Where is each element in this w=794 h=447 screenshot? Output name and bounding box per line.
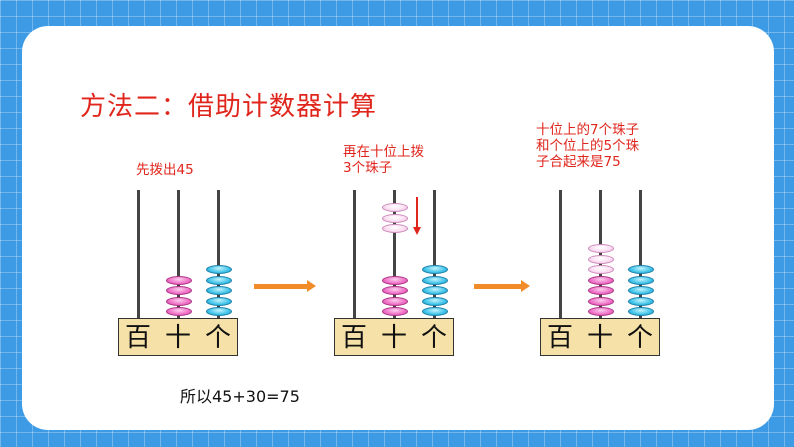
abacus-base [334, 318, 454, 356]
added-tens-bead [587, 265, 614, 274]
tens-bead [587, 286, 614, 295]
step3-note-line1: 十位上的7个珠子 [536, 122, 640, 138]
tens-bead [165, 275, 192, 285]
ones-bead [205, 307, 232, 316]
hundreds-rod [137, 190, 140, 320]
abacus-step3: 百 十 个 [540, 190, 660, 357]
step3-note-line3: 子合起来是75 [536, 154, 621, 170]
hundreds-label: 百 [340, 323, 367, 353]
ones-label: 个 [626, 323, 653, 353]
ones-bead [627, 265, 654, 274]
tens-bead [381, 286, 408, 295]
ones-bead [421, 296, 448, 306]
ones-rod [639, 190, 642, 320]
step2-note-line1: 再在十位上拨 [343, 144, 424, 160]
ones-bead [205, 286, 232, 295]
step2-note: 再在十位上拨 3个珠子 [343, 144, 424, 176]
tens-bead [165, 286, 192, 295]
tens-label: 十 [164, 323, 191, 353]
added-tens-bead [587, 254, 614, 264]
ones-bead [205, 275, 232, 285]
tens-bead [587, 275, 614, 285]
tens-bead [381, 296, 408, 306]
right-arrow-2 [474, 280, 530, 292]
down-arrow-icon [412, 197, 421, 235]
added-tens-bead [587, 244, 614, 253]
abacus-base [118, 318, 238, 356]
tens-label: 十 [380, 323, 407, 353]
added-tens-bead [381, 203, 408, 212]
added-tens-bead [381, 224, 408, 233]
ones-bead [627, 286, 654, 295]
ones-rod [217, 190, 220, 320]
page-title: 方法二：借助计数器计算 [80, 92, 378, 122]
ones-bead [627, 307, 654, 316]
step1-note: 先拨出45 [136, 162, 194, 178]
ones-bead [627, 275, 654, 285]
tens-bead [381, 275, 408, 285]
right-arrow-1 [254, 280, 316, 292]
abacus-step2: 百 十 个 [334, 190, 454, 357]
hundreds-label: 百 [546, 323, 573, 353]
ones-label: 个 [420, 323, 447, 353]
ones-bead [627, 296, 654, 306]
ones-bead [205, 296, 232, 306]
step2-note-line2: 3个珠子 [343, 160, 393, 176]
tens-label: 十 [586, 323, 613, 353]
ones-bead [421, 307, 448, 316]
tens-bead [587, 307, 614, 316]
ones-label: 个 [204, 323, 231, 353]
tens-bead [165, 307, 192, 316]
abacus-step1: 百 十 个 [118, 190, 238, 357]
hundreds-label: 百 [124, 323, 151, 353]
ones-bead [421, 265, 448, 274]
ones-bead [421, 286, 448, 295]
tens-bead [587, 296, 614, 306]
step3-note: 十位上的7个珠子 和个位上的5个珠 子合起来是75 [536, 122, 639, 170]
result-text: 所以45+30=75 [180, 387, 300, 406]
added-tens-bead [381, 213, 408, 223]
ones-bead [205, 265, 232, 274]
hundreds-rod [353, 190, 356, 320]
hundreds-rod [559, 190, 562, 320]
tens-bead [381, 307, 408, 316]
tens-bead [165, 296, 192, 306]
step3-note-line2: 和个位上的5个珠 [536, 138, 640, 154]
ones-rod [433, 190, 436, 320]
ones-bead [421, 275, 448, 285]
tens-rod [177, 190, 180, 320]
abacus-base [540, 318, 660, 356]
tens-rod [393, 190, 396, 320]
